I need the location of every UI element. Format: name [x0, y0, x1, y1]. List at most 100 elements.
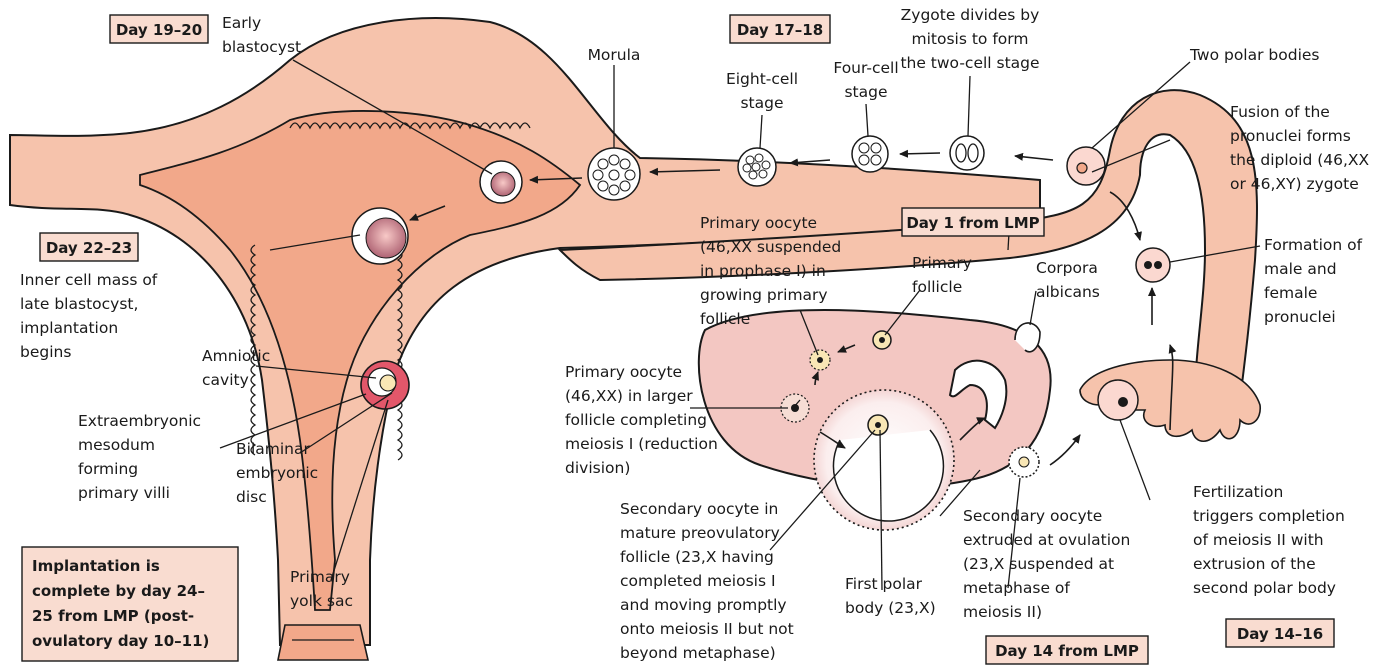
svg-text:(46,XX) in larger: (46,XX) in larger [565, 387, 693, 405]
svg-text:First polar: First polar [845, 575, 923, 593]
svg-text:pronuclei: pronuclei [1264, 308, 1336, 326]
svg-text:mitosis to form: mitosis to form [912, 30, 1029, 48]
svg-text:begins: begins [20, 343, 71, 361]
svg-text:onto meiosis II but not: onto meiosis II but not [620, 620, 794, 638]
svg-text:cavity: cavity [202, 371, 249, 389]
svg-text:yolk sac: yolk sac [290, 592, 353, 610]
svg-text:of meiosis II with: of meiosis II with [1193, 531, 1324, 549]
svg-text:or 46,XY) zygote: or 46,XY) zygote [1230, 175, 1359, 193]
svg-text:extrusion of the: extrusion of the [1193, 555, 1316, 573]
svg-text:growing primary: growing primary [700, 286, 828, 304]
svg-text:(23,X suspended at: (23,X suspended at [963, 555, 1114, 573]
svg-text:disc: disc [236, 488, 267, 506]
label-corpora: Corpora albicans [1036, 259, 1100, 301]
svg-text:Primary oocyte: Primary oocyte [565, 363, 682, 381]
svg-text:metaphase of: metaphase of [963, 579, 1070, 597]
svg-text:the diploid (46,XX: the diploid (46,XX [1230, 151, 1370, 169]
svg-text:Four-cell: Four-cell [833, 59, 898, 77]
svg-text:Primary: Primary [912, 254, 972, 272]
label-extraembryonic: Extraembryonic mesodum forming primary v… [78, 412, 201, 502]
label-primary-oocyte-larger: Primary oocyte (46,XX) in larger follicl… [565, 363, 718, 477]
svg-text:(46,XX suspended: (46,XX suspended [700, 238, 841, 256]
svg-text:in prophase I) in: in prophase I) in [700, 262, 826, 280]
svg-text:stage: stage [740, 94, 783, 112]
pronuclei-cell [1136, 248, 1170, 282]
svg-text:complete by day 24–: complete by day 24– [32, 582, 205, 600]
label-fusion: Fusion of the pronuclei forms the diploi… [1230, 103, 1370, 193]
svg-text:Day 17–18: Day 17–18 [737, 21, 823, 39]
svg-text:Early: Early [222, 14, 261, 32]
svg-text:Eight-cell: Eight-cell [726, 70, 798, 88]
box-day14-16: Day 14–16 [1226, 619, 1334, 647]
svg-text:Inner cell mass of: Inner cell mass of [20, 271, 158, 289]
svg-text:follicle (23,X having: follicle (23,X having [620, 548, 774, 566]
svg-text:Secondary oocyte in: Secondary oocyte in [620, 500, 778, 518]
label-first-polar: First polar body (23,X) [845, 575, 936, 617]
svg-text:mature preovulatory: mature preovulatory [620, 524, 780, 542]
label-two-polar: Two polar bodies [1189, 46, 1320, 64]
svg-text:Day 19–20: Day 19–20 [116, 21, 202, 39]
ovary [699, 310, 1051, 530]
svg-text:Bilaminar: Bilaminar [236, 440, 310, 458]
svg-text:embryonic: embryonic [236, 464, 318, 482]
svg-text:Corpora: Corpora [1036, 259, 1098, 277]
label-inner-cell-mass: Inner cell mass of late blastocyst, impl… [20, 271, 158, 361]
svg-text:primary villi: primary villi [78, 484, 170, 502]
label-fertilization: Fertilization triggers completion of mei… [1193, 483, 1345, 597]
cervix [278, 625, 368, 660]
svg-text:forming: forming [78, 460, 138, 478]
label-eight-cell: Eight-cell stage [726, 70, 798, 112]
svg-text:mesodum: mesodum [78, 436, 155, 454]
svg-text:completed meiosis I: completed meiosis I [620, 572, 776, 590]
two-cell-stage [950, 136, 984, 170]
svg-text:Day 14 from LMP: Day 14 from LMP [995, 642, 1139, 660]
svg-text:meiosis II): meiosis II) [963, 603, 1042, 621]
svg-text:extruded at ovulation: extruded at ovulation [963, 531, 1130, 549]
box-implantation: Implantation is complete by day 24– 25 f… [22, 547, 238, 661]
label-four-cell: Four-cell stage [833, 59, 898, 101]
implanted-embryo [361, 361, 409, 409]
svg-text:follicle: follicle [912, 278, 962, 296]
svg-text:Morula: Morula [588, 46, 641, 64]
label-secondary-extruded: Secondary oocyte extruded at ovulation (… [963, 507, 1130, 621]
svg-text:Primary oocyte: Primary oocyte [700, 214, 817, 232]
label-early-blastocyst: Early blastocyst [222, 14, 301, 56]
svg-text:triggers completion: triggers completion [1193, 507, 1345, 525]
svg-text:female: female [1264, 284, 1317, 302]
svg-text:Primary: Primary [290, 568, 350, 586]
box-day14: Day 14 from LMP [986, 636, 1148, 664]
svg-text:meiosis I (reduction: meiosis I (reduction [565, 435, 718, 453]
svg-text:late blastocyst,: late blastocyst, [20, 295, 138, 313]
label-zygote-divides: Zygote divides by mitosis to form the tw… [900, 6, 1039, 72]
svg-text:Zygote divides by: Zygote divides by [901, 6, 1040, 24]
label-secondary-mature: Secondary oocyte in mature preovulatory … [620, 500, 794, 662]
svg-text:follicle completing: follicle completing [565, 411, 707, 429]
svg-text:Secondary oocyte: Secondary oocyte [963, 507, 1102, 525]
svg-text:follicle: follicle [700, 310, 750, 328]
svg-text:Day 1 from LMP: Day 1 from LMP [906, 214, 1039, 232]
svg-text:stage: stage [844, 83, 887, 101]
four-cell-stage [852, 136, 888, 172]
fertilization-cell [1098, 380, 1138, 420]
svg-text:beyond metaphase): beyond metaphase) [620, 644, 776, 662]
box-day17-18: Day 17–18 [730, 15, 830, 43]
svg-text:male and: male and [1264, 260, 1337, 278]
svg-text:25 from LMP (post-: 25 from LMP (post- [32, 607, 194, 625]
svg-text:Fertilization: Fertilization [1193, 483, 1283, 501]
svg-text:pronuclei forms: pronuclei forms [1230, 127, 1351, 145]
svg-text:Implantation is: Implantation is [32, 557, 160, 575]
svg-text:Amniotic: Amniotic [202, 347, 270, 365]
svg-text:Day 14–16: Day 14–16 [1237, 625, 1323, 643]
svg-text:blastocyst: blastocyst [222, 38, 301, 56]
box-day19-20: Day 19–20 [110, 15, 208, 43]
svg-text:ovulatory day 10–11): ovulatory day 10–11) [32, 632, 209, 650]
svg-text:Fusion of the: Fusion of the [1230, 103, 1330, 121]
svg-text:Formation of: Formation of [1264, 236, 1363, 254]
svg-text:second polar body: second polar body [1193, 579, 1336, 597]
label-formation: Formation of male and female pronuclei [1264, 236, 1363, 326]
box-day22-23: Day 22–23 [40, 233, 138, 261]
svg-text:body (23,X): body (23,X) [845, 599, 936, 617]
svg-text:division): division) [565, 459, 630, 477]
svg-text:the two-cell stage: the two-cell stage [900, 54, 1039, 72]
